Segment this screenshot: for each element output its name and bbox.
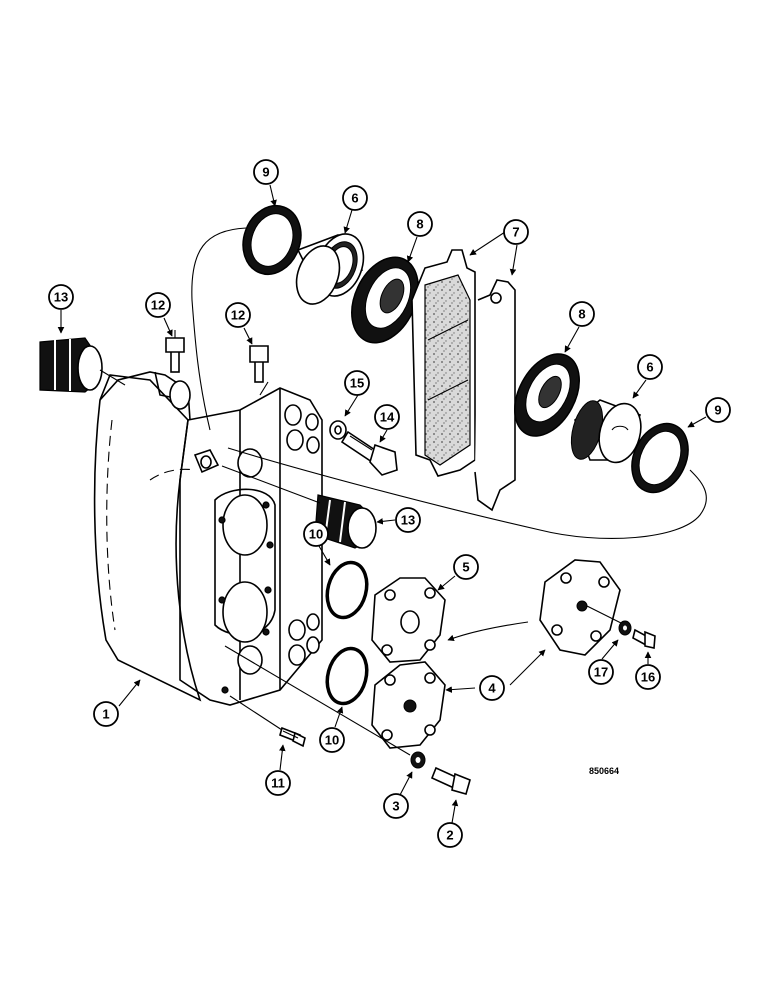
svg-text:8: 8 xyxy=(578,307,585,322)
callout-10-lower: 10 xyxy=(319,727,345,753)
callout-9-left: 9 xyxy=(253,159,279,185)
boot-8-right xyxy=(514,353,580,437)
brake-pad-7-front xyxy=(411,249,476,477)
callout-13-top: 13 xyxy=(48,284,74,310)
boot-8-left xyxy=(351,256,419,344)
callout-9-right: 9 xyxy=(705,397,731,423)
callout-6-right: 6 xyxy=(637,354,663,380)
callout-12-right: 12 xyxy=(225,302,251,328)
callout-arrows xyxy=(57,184,707,824)
callout-8-left: 8 xyxy=(407,211,433,237)
piston-13-top xyxy=(39,337,126,393)
callout-7: 7 xyxy=(503,219,529,245)
bolt-12-left xyxy=(165,330,185,373)
svg-text:13: 13 xyxy=(54,290,68,305)
caliper-housing xyxy=(93,371,323,706)
svg-text:12: 12 xyxy=(231,308,245,323)
svg-text:9: 9 xyxy=(262,165,269,180)
brake-hose xyxy=(191,227,707,539)
bolt-16 xyxy=(632,628,656,649)
svg-text:6: 6 xyxy=(351,191,358,206)
svg-text:6: 6 xyxy=(646,360,653,375)
bolt-2 xyxy=(430,766,471,795)
callout-16: 16 xyxy=(635,664,661,690)
cover-plate-4-lower xyxy=(371,661,446,749)
svg-text:12: 12 xyxy=(151,298,165,313)
bolt-12-right xyxy=(249,345,269,383)
svg-text:13: 13 xyxy=(401,513,415,528)
callout-15: 15 xyxy=(344,370,370,396)
svg-text:1: 1 xyxy=(102,707,109,722)
cover-plate-4-side xyxy=(539,559,626,656)
svg-text:11: 11 xyxy=(271,776,285,791)
svg-text:9: 9 xyxy=(714,403,721,418)
callout-1: 1 xyxy=(93,701,119,727)
piston-6-right xyxy=(570,399,642,464)
o-ring-10-upper xyxy=(325,560,369,620)
bleeder-screw-11 xyxy=(279,726,306,748)
callout-12-left: 12 xyxy=(145,292,171,318)
svg-text:17: 17 xyxy=(594,665,608,680)
svg-text:16: 16 xyxy=(641,670,655,685)
svg-text:4: 4 xyxy=(488,681,496,696)
washer-15 xyxy=(329,420,347,440)
svg-text:8: 8 xyxy=(416,217,423,232)
callout-14: 14 xyxy=(374,404,400,430)
piston-6-left xyxy=(295,233,365,305)
callout-2: 2 xyxy=(437,822,463,848)
svg-text:2: 2 xyxy=(446,828,453,843)
brake-pad-7-back xyxy=(474,279,516,512)
svg-text:15: 15 xyxy=(350,376,364,391)
svg-text:5: 5 xyxy=(462,560,469,575)
cover-plate-5 xyxy=(371,577,446,663)
bolt-14 xyxy=(340,430,398,476)
callout-11: 11 xyxy=(265,770,291,796)
seal-9-right xyxy=(631,422,689,494)
diagram-code-label: 850664 xyxy=(589,766,619,776)
svg-text:3: 3 xyxy=(392,799,399,814)
callout-5: 5 xyxy=(453,554,479,580)
callout-8-right: 8 xyxy=(569,301,595,327)
washer-3 xyxy=(410,751,426,769)
callout-17: 17 xyxy=(588,659,614,685)
callout-6-left: 6 xyxy=(342,185,368,211)
svg-text:10: 10 xyxy=(309,527,323,542)
svg-text:7: 7 xyxy=(512,225,519,240)
callout-10-upper: 10 xyxy=(303,521,329,547)
svg-text:14: 14 xyxy=(380,410,395,425)
washer-17 xyxy=(618,620,632,636)
callout-13-middle: 13 xyxy=(395,507,421,533)
o-ring-10-lower xyxy=(325,646,369,706)
callout-3: 3 xyxy=(383,793,409,819)
svg-text:10: 10 xyxy=(325,733,339,748)
callout-4: 4 xyxy=(479,675,505,701)
leader-lines xyxy=(221,381,529,756)
